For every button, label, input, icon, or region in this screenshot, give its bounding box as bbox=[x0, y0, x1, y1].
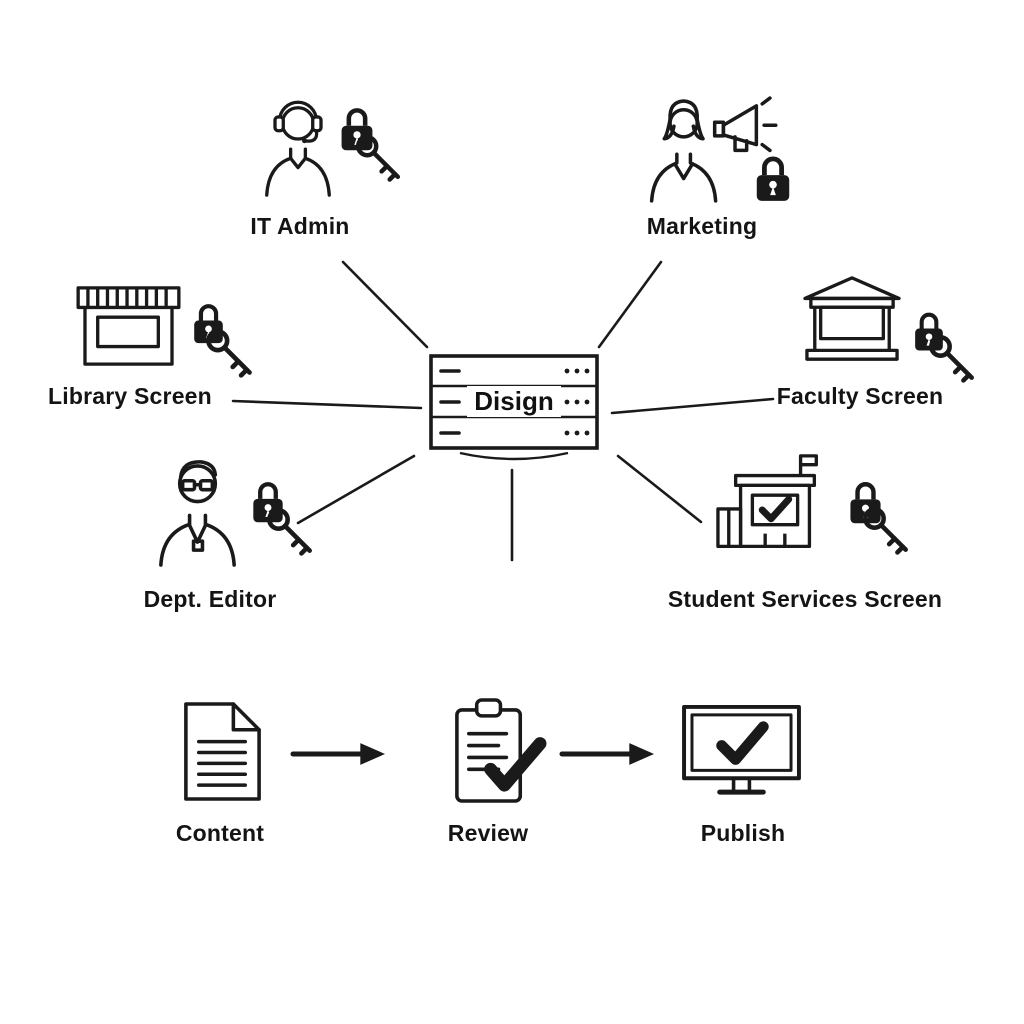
center-node-label: Disign bbox=[467, 385, 561, 417]
workflow-label-publish: Publish bbox=[700, 820, 786, 846]
editor-person-icon bbox=[159, 460, 236, 567]
campus-building-screen-icon bbox=[803, 276, 901, 361]
clipboard-check-icon bbox=[455, 698, 547, 803]
node-label-faculty-screen: Faculty Screen bbox=[776, 383, 944, 409]
node-label-it-admin: IT Admin bbox=[250, 213, 350, 239]
storefront-screen-icon bbox=[76, 286, 181, 366]
connector-marketing bbox=[597, 260, 663, 349]
key-icon bbox=[929, 335, 974, 383]
workflow-label-review: Review bbox=[447, 820, 529, 846]
marketer-megaphone-icon bbox=[649, 96, 778, 203]
connector-student-services bbox=[616, 454, 703, 524]
server-shadow bbox=[459, 451, 569, 461]
node-label-marketing: Marketing bbox=[646, 213, 758, 239]
lock-icon bbox=[341, 108, 373, 151]
key-icon bbox=[267, 508, 312, 556]
key-icon bbox=[206, 329, 252, 378]
document-icon bbox=[184, 702, 261, 801]
connector-it-admin bbox=[341, 260, 429, 349]
services-building-check-icon bbox=[716, 454, 818, 549]
node-label-library-screen: Library Screen bbox=[48, 383, 212, 409]
node-label-student-services-screen: Student Services Screen bbox=[667, 586, 943, 612]
monitor-check-icon bbox=[682, 704, 801, 795]
key-icon bbox=[355, 134, 401, 182]
center-node: Disign bbox=[425, 385, 603, 417]
connector-library-screen bbox=[231, 399, 423, 410]
lock-icon bbox=[756, 156, 790, 201]
arrow-right-icon bbox=[290, 743, 386, 765]
support-agent-icon bbox=[265, 100, 331, 197]
server-icon bbox=[429, 354, 599, 461]
key-icon bbox=[863, 507, 908, 555]
arrow-right-icon bbox=[559, 743, 655, 765]
lock-icon bbox=[253, 482, 283, 523]
connector-faculty-screen bbox=[610, 397, 775, 415]
workflow-label-content: Content bbox=[175, 820, 265, 846]
node-label-dept-editor: Dept. Editor bbox=[143, 586, 277, 612]
